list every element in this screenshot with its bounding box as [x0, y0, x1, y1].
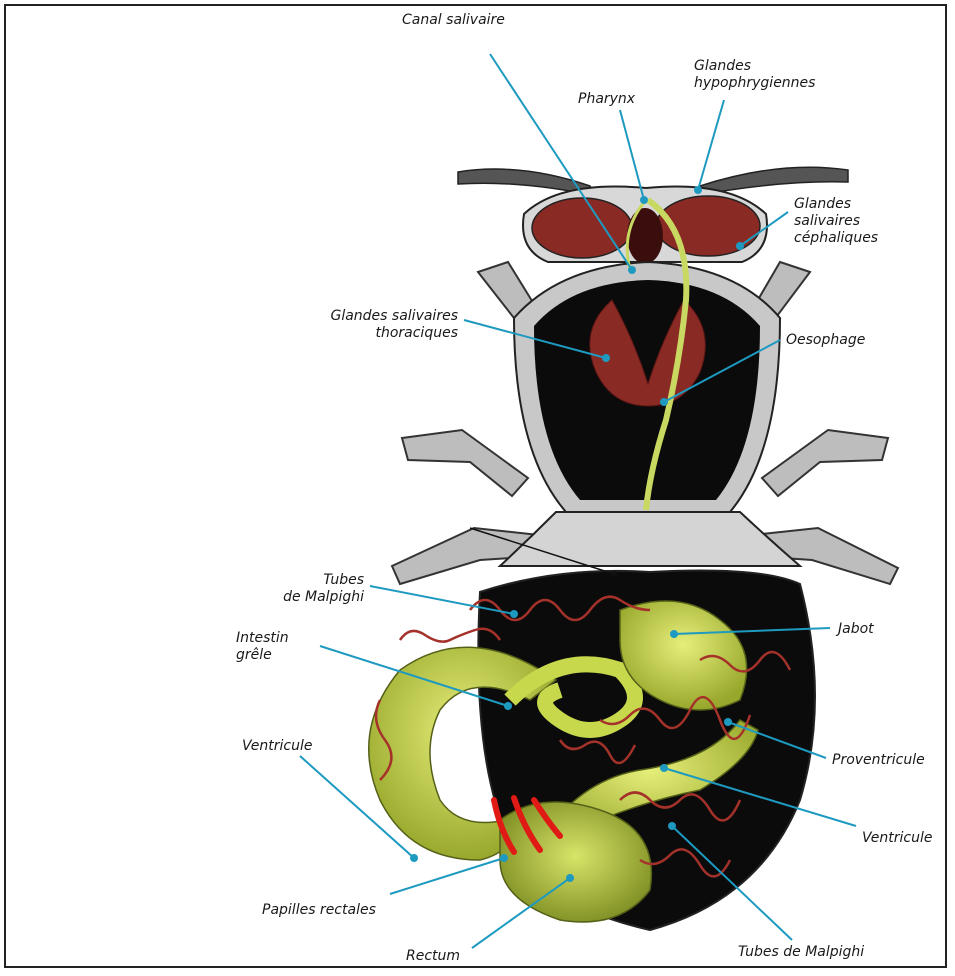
label-oesophage: Oesophage	[786, 332, 865, 349]
label-intestin-grele-line1: Intestin	[236, 630, 289, 647]
label-glandes-salivaires-cephaliques-line1: Glandes	[794, 196, 878, 213]
label-glandes-hypophrygiennes-line2: hypophrygiennes	[694, 75, 815, 92]
label-canal-salivaire: Canal salivaire	[402, 12, 505, 29]
waist-plate	[500, 512, 800, 566]
label-glandes-salivaires-cephaliques-line2: salivaires	[794, 213, 878, 230]
label-glandes-salivaires-thoraciques-line1: Glandes salivaires	[286, 308, 458, 325]
label-pharynx: Pharynx	[578, 91, 635, 108]
label-papilles-rectales: Papilles rectales	[262, 902, 376, 919]
label-intestin-grele-line2: grêle	[236, 647, 289, 664]
waist-pointer-dot	[611, 571, 617, 577]
label-ventricule-right: Ventricule	[862, 830, 932, 847]
label-glandes-salivaires-cephaliques-line3: céphaliques	[794, 230, 878, 247]
label-intestin-grele: Intestin grêle	[236, 630, 289, 664]
label-glandes-salivaires-thoraciques-line2: thoraciques	[286, 325, 458, 342]
label-tubes-malpighi-bottom: Tubes de Malpighi	[738, 944, 864, 961]
label-rectum: Rectum	[406, 948, 460, 965]
label-glandes-hypophrygiennes: Glandes hypophrygiennes	[694, 58, 815, 92]
label-tubes-malpighi-top-line1: Tubes	[246, 572, 364, 589]
label-ventricule-left: Ventricule	[242, 738, 312, 755]
label-tubes-malpighi-top-line2: de Malpighi	[246, 589, 364, 606]
label-glandes-salivaires-thoraciques: Glandes salivaires thoraciques	[286, 308, 458, 342]
thorax	[514, 262, 780, 512]
label-tubes-malpighi-top: Tubes de Malpighi	[246, 572, 364, 606]
label-glandes-hypophrygiennes-line1: Glandes	[694, 58, 815, 75]
label-proventricule: Proventricule	[832, 752, 925, 769]
label-jabot: Jabot	[838, 621, 874, 638]
label-glandes-salivaires-cephaliques: Glandes salivaires céphaliques	[794, 196, 878, 247]
